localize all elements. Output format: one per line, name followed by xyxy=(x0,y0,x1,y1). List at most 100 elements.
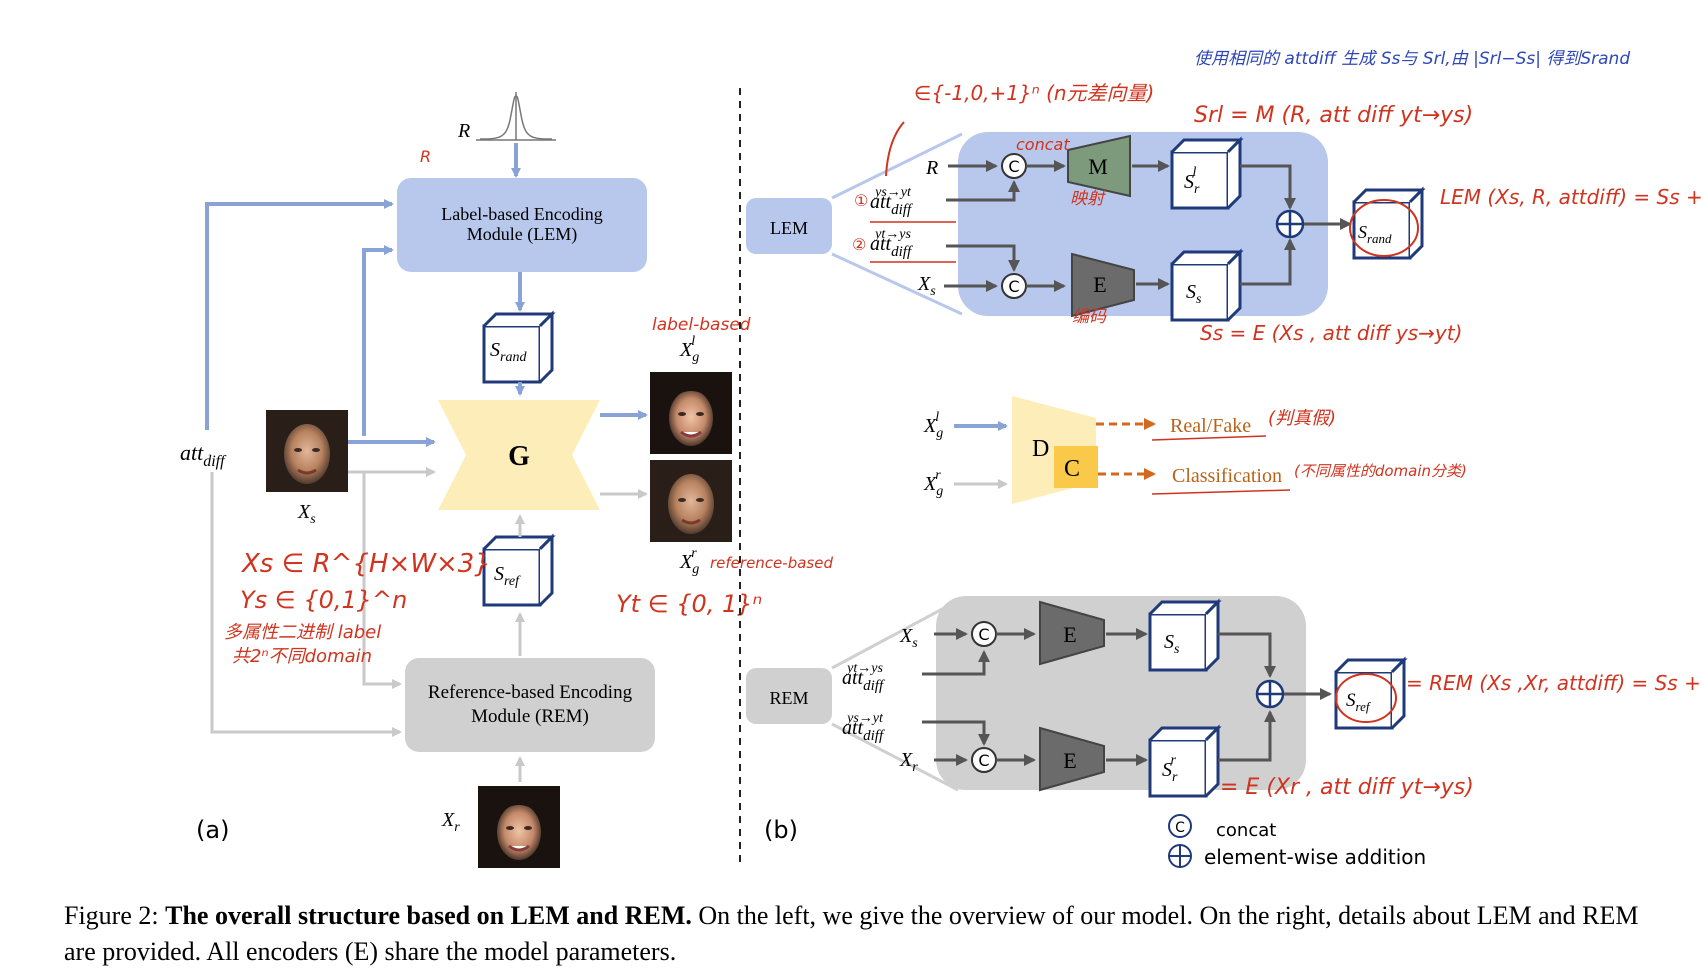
arrow-att-to-lem xyxy=(205,199,394,430)
annotation-circle-sref xyxy=(1335,673,1397,723)
xs-label-a: Xs xyxy=(297,501,316,527)
panel-a: R R Label-based Encoding Module (LEM) Sr… xyxy=(180,92,833,870)
xgr-label-b: Xgr xyxy=(923,468,943,499)
srr-label: Srr xyxy=(1162,753,1178,785)
xgr-label-a: Xgr xyxy=(679,546,699,577)
xr-label-a: Xr xyxy=(441,809,460,835)
note-concat: concat xyxy=(1016,135,1070,154)
rem-tag-label: REM xyxy=(769,688,808,708)
svg-text:C: C xyxy=(1008,157,1019,176)
svg-text:C: C xyxy=(1008,277,1019,296)
s-rand-label-a: Srand xyxy=(490,339,527,365)
caption-rest: On the left, we give the overview of our… xyxy=(64,901,1639,966)
rem-line1: Reference-based Encoding xyxy=(428,682,633,703)
xgl-label-a: Xgl xyxy=(679,334,699,365)
xr-label-rem: Xr xyxy=(899,749,918,775)
note-top: 使用相同的 attdiff 生成 Ss与 Srl,由 |Srl−Ss| 得到Sr… xyxy=(1194,49,1630,69)
note-yt-domain: Yt ∈ {0, 1}ⁿ xyxy=(616,590,762,618)
rem-zoom-line-bottom xyxy=(831,722,959,792)
note-classification: (不同属性的domain分类) xyxy=(1294,462,1467,480)
legend-add-label: element-wise addition xyxy=(1204,845,1426,869)
legend-concat: C concat xyxy=(1168,814,1276,841)
note-label-based: label-based xyxy=(652,315,751,335)
xgl-face-image xyxy=(648,370,734,456)
note-vector: ∈{-1,0,+1}ⁿ (n元差向量) xyxy=(914,81,1154,105)
legend-concat-label: concat xyxy=(1216,820,1276,841)
e-label-rem-bottom: E xyxy=(1063,748,1076,773)
note-xs-domain: Xs ∈ R^{H×W×3} xyxy=(240,549,491,579)
rem-zoom-line-top xyxy=(831,604,949,670)
caption-bold: The overall structure based on LEM and R… xyxy=(165,901,692,930)
ss-label-lem: Ss xyxy=(1186,281,1202,307)
ss-cube-rem xyxy=(1148,600,1220,672)
note-ss-eq: Ss = E (Xs , att diff ys→yt) xyxy=(1200,321,1462,345)
arrow-ss-to-add-rem xyxy=(1218,632,1276,678)
note-circle-2: ② xyxy=(852,235,866,254)
note-reference-based: reference-based xyxy=(710,554,833,572)
note-map: 映射 xyxy=(1070,189,1106,209)
rem-line2: Module (REM) xyxy=(471,706,589,727)
srr-cube xyxy=(1148,726,1220,798)
arrow-att-to-concat-rem-top xyxy=(922,650,990,676)
classifier-c xyxy=(1054,446,1098,488)
real-fake-label: Real/Fake xyxy=(1170,415,1251,437)
concat-icon: C xyxy=(971,747,997,773)
att-diff-label-a: attdiff xyxy=(180,440,227,470)
d-label: D xyxy=(1032,436,1049,462)
add-icon xyxy=(1275,209,1305,239)
arrow-srr-to-add xyxy=(1218,710,1276,762)
panel-b-label: (b) xyxy=(764,816,798,844)
lem-zoom-line-top xyxy=(831,132,963,200)
r-input-label: R xyxy=(457,120,470,142)
arrow-att-to-concat-e xyxy=(946,244,1020,272)
svg-text:C: C xyxy=(978,625,989,644)
figure-canvas: R R Label-based Encoding Module (LEM) Sr… xyxy=(180,49,1704,870)
note-multi-label: 多属性二进制 label xyxy=(224,622,381,643)
arrow-ss-to-add xyxy=(1240,238,1296,286)
caption-prefix: Figure 2: xyxy=(64,901,166,930)
note-rem-eq: = REM (Xs ,Xr, attdiff) = Ss + Srr xyxy=(1406,671,1704,695)
svg-text:C: C xyxy=(978,751,989,770)
add-icon xyxy=(1255,679,1285,709)
encoder-block-e-rem-top xyxy=(1039,600,1105,666)
arrow-att-to-concat-rem-bottom xyxy=(922,720,990,746)
encoder-block-e-lem xyxy=(1071,252,1135,318)
att-ts-label-rem: attdiffyt→ys xyxy=(842,661,885,694)
legend-add: element-wise addition xyxy=(1168,844,1426,869)
e-label-rem-top: E xyxy=(1063,622,1076,647)
srl-label: Srl xyxy=(1184,165,1200,197)
xs-face-image xyxy=(264,408,350,494)
concat-icon: C xyxy=(1001,153,1027,179)
note-srl-eq: Srl = M (R, att diff yt→ys) xyxy=(1194,103,1473,128)
att-st-label-lem: attdiffys→yt xyxy=(870,185,913,218)
gaussian-curve-icon xyxy=(476,92,556,141)
note-ys-domain: Ys ∈ {0,1}^n xyxy=(240,586,407,614)
annotation-circle-srand xyxy=(1349,199,1419,257)
mapping-block-m xyxy=(1067,134,1131,198)
xs-label-rem: Xs xyxy=(899,625,918,651)
arrow-xs-to-rem xyxy=(362,472,402,689)
note-circle-1: ① xyxy=(854,191,868,210)
generator-g xyxy=(438,400,600,510)
note-encode: 编码 xyxy=(1072,307,1107,327)
lem-tag xyxy=(746,198,832,254)
panel-a-label: (a) xyxy=(196,816,229,844)
m-label: M xyxy=(1088,154,1108,179)
arrow-xs-to-lem xyxy=(362,245,394,436)
arrow-srl-to-add xyxy=(1240,164,1296,210)
sref-label-b: Sref xyxy=(1346,690,1372,714)
rem-block xyxy=(405,658,655,752)
xgr-face-image xyxy=(648,458,734,544)
xs-label-lem: Xs xyxy=(917,273,936,299)
e-label-lem: E xyxy=(1093,272,1106,297)
lem-line1: Label-based Encoding xyxy=(441,204,602,224)
c-label: C xyxy=(1064,456,1080,482)
underline-classification xyxy=(1151,489,1291,495)
note-srr-eq: = E (Xr , att diff yt→ys) xyxy=(1220,775,1474,800)
panel-b: LEM R attdiffys→yt attdiffyt→ys Xs C C M… xyxy=(746,49,1704,869)
note-arrow-vector xyxy=(885,121,905,177)
classification-label: Classification xyxy=(1172,465,1282,487)
att-ts-label-lem: attdiffyt→ys xyxy=(870,227,913,260)
r-label-b: R xyxy=(925,157,938,179)
xgl-label-b: Xgl xyxy=(923,410,943,441)
